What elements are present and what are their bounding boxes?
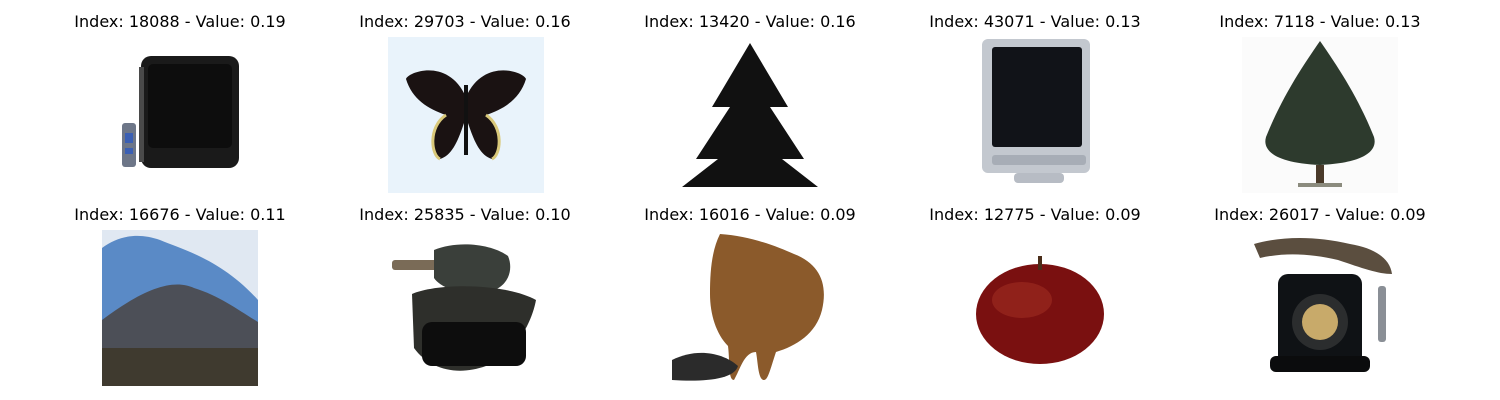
panel-title-9: Index: 12775 - Value: 0.09 xyxy=(929,205,1141,224)
image-telephone xyxy=(1242,230,1398,386)
image-pine-tree xyxy=(672,37,828,193)
image-tree xyxy=(1242,37,1398,193)
panel-title-2: Index: 29703 - Value: 0.16 xyxy=(359,12,571,31)
image-television-1 xyxy=(102,37,258,193)
panel-title-5: Index: 7118 - Value: 0.13 xyxy=(1219,12,1421,31)
panel-title-6: Index: 16676 - Value: 0.11 xyxy=(74,205,286,224)
panel-title-8: Index: 16016 - Value: 0.09 xyxy=(644,205,856,224)
image-lion xyxy=(672,230,828,386)
panel-title-1: Index: 18088 - Value: 0.19 xyxy=(74,12,286,31)
image-television-2 xyxy=(962,37,1118,193)
image-tank xyxy=(388,230,544,386)
image-mountain xyxy=(102,230,258,386)
image-butterfly xyxy=(388,37,544,193)
image-apple xyxy=(962,230,1118,386)
panel-title-10: Index: 26017 - Value: 0.09 xyxy=(1214,205,1426,224)
panel-title-7: Index: 25835 - Value: 0.10 xyxy=(359,205,571,224)
panel-title-4: Index: 43071 - Value: 0.13 xyxy=(929,12,1141,31)
panel-title-3: Index: 13420 - Value: 0.16 xyxy=(644,12,856,31)
